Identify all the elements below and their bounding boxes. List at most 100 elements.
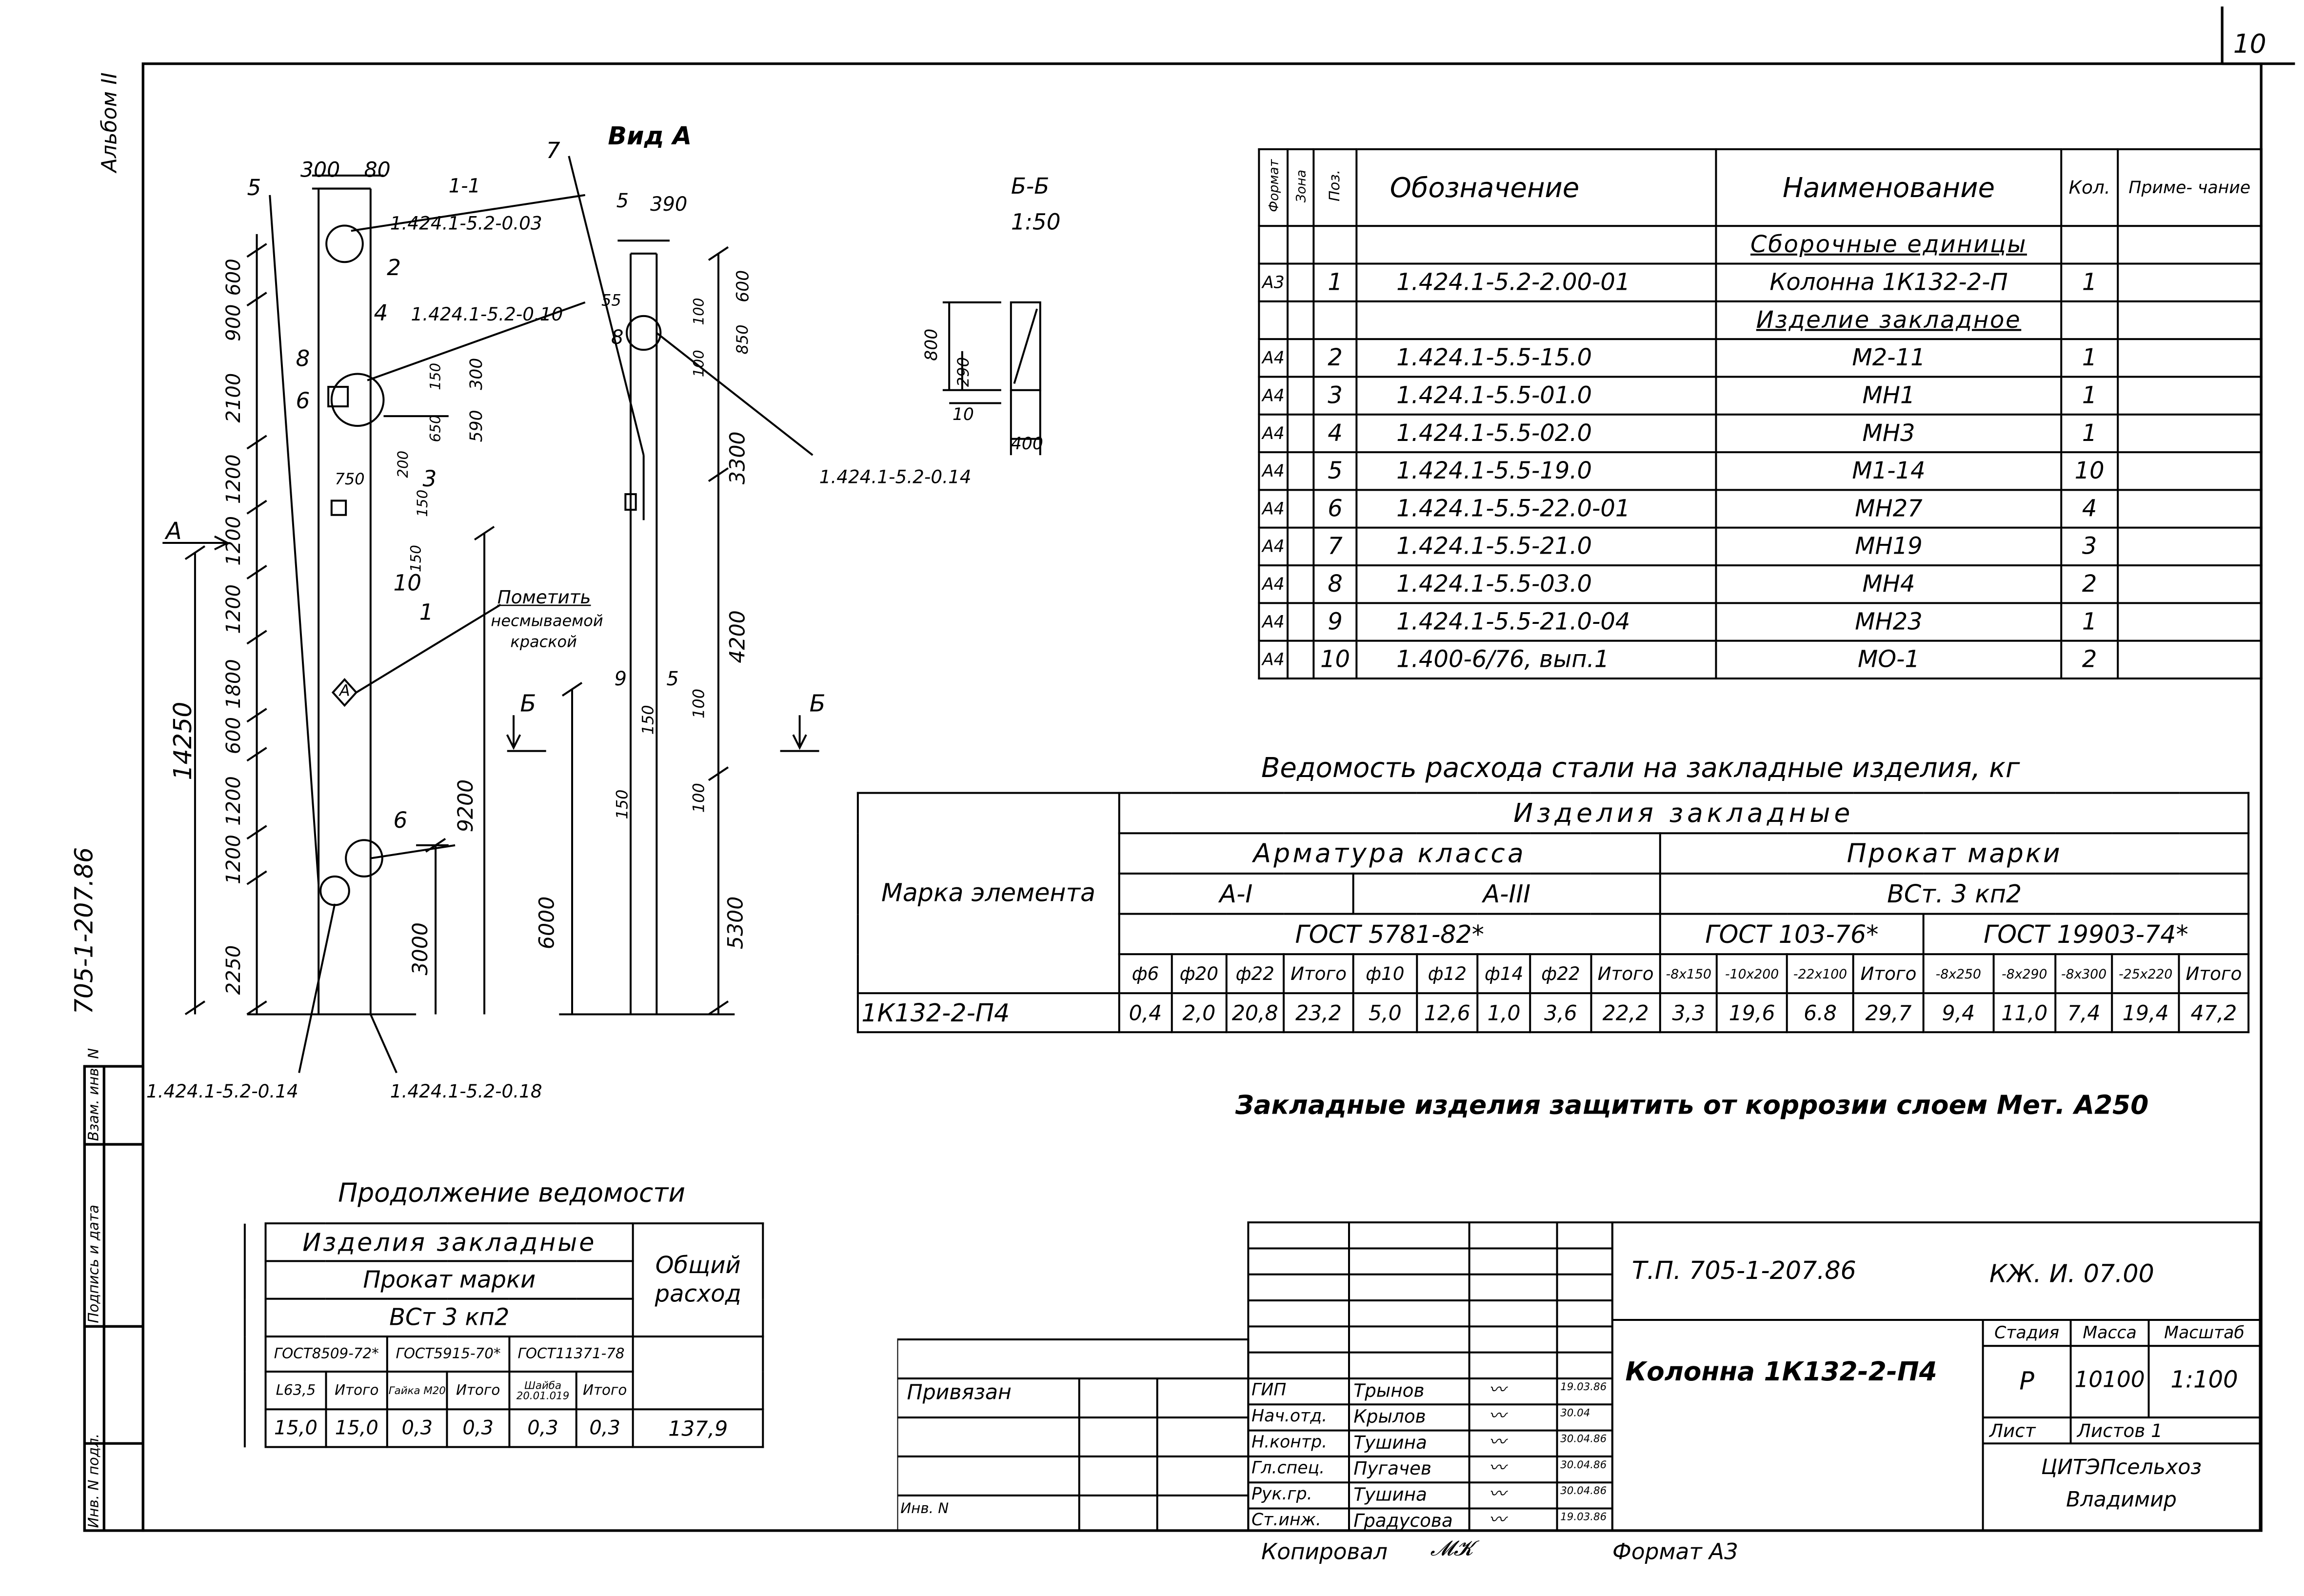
dim-label: 1800 (222, 659, 245, 709)
spec-header-note: Приме- чание (2116, 148, 2263, 227)
steel-value: 22,2 (1590, 992, 1662, 1034)
tb-sheet-label: Лист (1989, 1420, 2036, 1442)
steel-col-header: -22х100 (1786, 953, 1855, 995)
cont-value: 0,3 (508, 1408, 578, 1448)
pos-label: 6 (393, 807, 408, 834)
ref-0-03: 1.424.1-5.2-0.03 (390, 212, 542, 234)
spec-header-pos: Поз. (1327, 170, 1344, 202)
tb-person-name: Тушина (1353, 1483, 1427, 1505)
spec-cell-note (2116, 262, 2263, 302)
spec-cell-pos: 4 (1312, 413, 1358, 454)
spec-cell-qty: 2 (2060, 564, 2119, 604)
steel-col-header: ф12 (1416, 953, 1479, 995)
mark-a-symbol-label: А (339, 681, 350, 700)
dim-label: 10 (952, 405, 974, 425)
spec-cell-fmt: А4 (1258, 376, 1289, 416)
spec-cell-zone (1287, 338, 1315, 378)
stamp-inv-podl: Инв. N подл. (85, 1433, 102, 1528)
spec-cell-pos (1312, 225, 1358, 265)
spec-row: Сборочные единицы (1258, 225, 2263, 265)
spec-cell-fmt: А3 (1258, 262, 1289, 302)
album-label: Альбом II (97, 72, 122, 173)
note-indelible: несмываемой (491, 612, 603, 630)
view-arrow-a: А (165, 518, 182, 545)
dim-label: 6000 (534, 896, 559, 950)
dim-label: 600 (733, 270, 753, 302)
continuation-break (243, 1223, 267, 1447)
dim-label: 150 (415, 489, 431, 517)
steel-header-izd: Изделия закладные (1118, 792, 2250, 835)
steel-col-header: ф22 (1225, 953, 1285, 995)
spec-cell-oboz (1355, 225, 1717, 265)
dim-label: 850 (733, 324, 752, 355)
spec-cell-fmt: А4 (1258, 338, 1289, 378)
steel-col-header: -8х250 (1922, 953, 1995, 995)
tb-date: 30.04.86 (1560, 1458, 1607, 1471)
spec-cell-pos: 6 (1312, 489, 1358, 529)
steel-gost-103: ГОСТ 103-76* (1659, 913, 1925, 956)
spec-cell-note (2116, 602, 2263, 642)
copier-signature: 𝓜𝓚 (1430, 1536, 1473, 1561)
steel-col-header: Итого (1283, 953, 1354, 995)
steel-col-header: -8х300 (2054, 953, 2113, 995)
pos-label: 4 (374, 300, 388, 327)
steel-value: 3,3 (1659, 992, 1718, 1034)
spec-cell-oboz: 1.424.1-5.2-2.00-01 (1355, 262, 1717, 302)
spec-cell-note (2116, 376, 2263, 416)
steel-value: 12,6 (1416, 992, 1479, 1034)
pos-label: 5 (247, 175, 261, 201)
vertical-code: 705-1-207.86 (69, 847, 99, 1015)
dim-label: 2100 (222, 373, 245, 423)
steel-col-header: -8х290 (1992, 953, 2057, 995)
spec-row: Изделие закладное (1258, 300, 2263, 340)
spec-cell-pos: 2 (1312, 338, 1358, 378)
spec-cell-name: МН4 (1715, 564, 2063, 604)
tb-role: Н.контр. (1251, 1432, 1328, 1452)
dim-label: 9200 (453, 779, 478, 833)
tb-role: Нач.отд. (1251, 1406, 1328, 1426)
pos-label: 7 (546, 138, 560, 164)
steel-value: 29,7 (1852, 992, 1925, 1034)
section-arrow-b-right: Б (809, 690, 826, 718)
steel-value: 0,4 (1118, 992, 1173, 1034)
spec-cell-pos: 8 (1312, 564, 1358, 604)
spec-header-designation: Обозначение (1355, 148, 1717, 227)
steel-class-a1: А-I (1118, 872, 1354, 915)
spec-cell-oboz (1355, 300, 1717, 340)
pos-label: 9 (614, 667, 627, 691)
spec-cell-qty: 1 (2060, 602, 2119, 642)
tb-person-name: Тушина (1353, 1432, 1427, 1454)
dim-label: 100 (691, 298, 708, 325)
cont-value: 0,3 (446, 1408, 510, 1448)
footer-copied-by: Копировал (1261, 1539, 1388, 1565)
cont-header-prokat: Прокат марки (264, 1260, 635, 1300)
spec-cell-zone (1287, 564, 1315, 604)
spec-cell-fmt: А4 (1258, 489, 1289, 529)
spec-cell-fmt: А4 (1258, 526, 1289, 567)
dim-label: 150 (428, 362, 444, 390)
dim-label: 3300 (725, 431, 750, 485)
note-corrosion: Закладные изделия защитить от коррозии с… (1235, 1090, 2149, 1120)
spec-header-name: Наименование (1715, 148, 2063, 227)
spec-cell-pos: 5 (1312, 451, 1358, 491)
spec-cell-pos: 3 (1312, 376, 1358, 416)
spec-cell-note (2116, 413, 2263, 454)
spec-cell-note (2116, 225, 2263, 265)
spec-cell-note (2116, 564, 2263, 604)
spec-cell-fmt: А4 (1258, 564, 1289, 604)
steel-gost-5781: ГОСТ 5781-82* (1118, 913, 1662, 956)
dim-label: 1200 (222, 516, 245, 566)
steel-element-mark: 1К132-2-П4 (856, 992, 1120, 1034)
spec-cell-qty (2060, 225, 2119, 265)
continuation-table: Изделия закладные Общий расход Прокат ма… (243, 1222, 764, 1448)
spec-cell-oboz: 1.424.1-5.5-15.0 (1355, 338, 1717, 378)
steel-value: 11,0 (1992, 992, 2057, 1034)
spec-cell-name: МН3 (1715, 413, 2063, 454)
